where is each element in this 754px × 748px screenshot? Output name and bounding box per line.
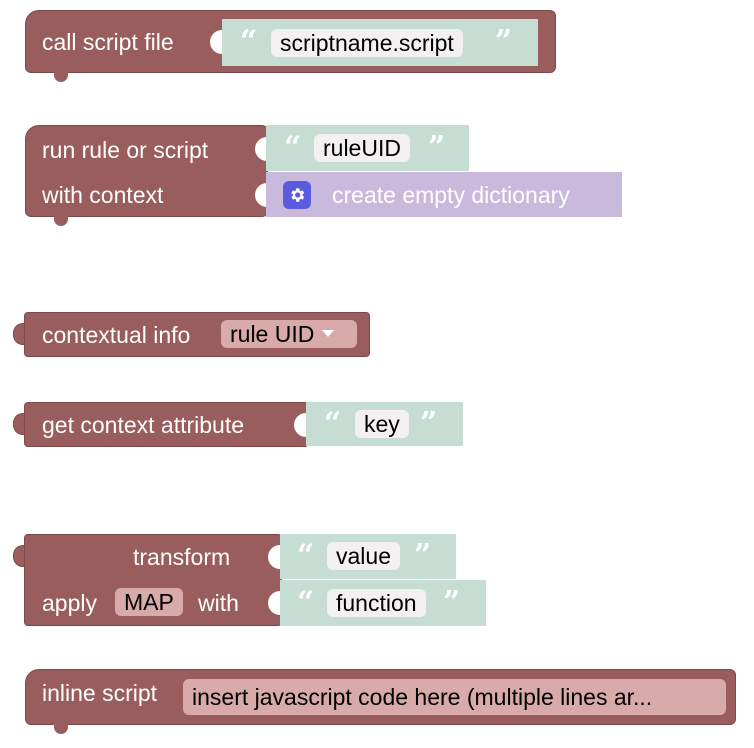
contextual-info-label: contextual info <box>42 322 191 348</box>
quote-open-icon: “ <box>297 585 315 620</box>
inline-script-label: inline script <box>42 680 158 706</box>
output-connector <box>13 323 25 345</box>
quote-open-icon: “ <box>240 24 258 59</box>
output-connector <box>13 413 25 435</box>
quote-close-icon: ” <box>420 406 438 441</box>
contextual-info-block[interactable] <box>24 312 370 357</box>
quote-close-icon: ” <box>414 538 432 573</box>
input-socket <box>255 137 267 161</box>
get-context-attribute-block[interactable] <box>24 402 309 447</box>
script-name-field[interactable]: scriptname.script <box>271 29 463 57</box>
input-socket <box>294 413 306 437</box>
inline-script-code-field[interactable]: insert javascript code here (multiple li… <box>183 679 726 715</box>
transform-label: transform <box>133 544 231 570</box>
output-connector <box>13 545 25 567</box>
key-field[interactable]: key <box>355 410 409 438</box>
quote-open-icon: “ <box>297 538 315 573</box>
gear-icon <box>283 181 311 209</box>
quote-close-icon: ” <box>443 585 461 620</box>
apply-label: apply <box>42 590 97 616</box>
input-socket <box>255 183 267 207</box>
input-socket <box>210 30 222 54</box>
quote-close-icon: ” <box>428 130 446 165</box>
function-field[interactable]: function <box>327 589 426 617</box>
with-context-label: with context <box>42 182 164 208</box>
quote-close-icon: ” <box>495 24 513 59</box>
get-context-attribute-label: get context attribute <box>42 412 245 438</box>
call-script-file-label: call script file <box>42 29 174 55</box>
transform-type-field[interactable]: MAP <box>115 588 183 616</box>
block-next-connector <box>54 72 68 82</box>
quote-open-icon: “ <box>324 406 342 441</box>
value-field[interactable]: value <box>327 542 400 570</box>
input-socket <box>268 591 280 615</box>
dropdown-value: rule UID <box>230 321 315 347</box>
run-rule-or-script-block[interactable] <box>25 125 268 217</box>
contextual-info-dropdown[interactable]: rule UID <box>221 320 357 348</box>
with-label: with <box>198 590 239 616</box>
rule-uid-field[interactable]: ruleUID <box>314 134 410 162</box>
block-next-connector <box>54 724 68 734</box>
quote-open-icon: “ <box>284 130 302 165</box>
input-socket <box>268 545 280 569</box>
chevron-down-icon <box>322 330 335 338</box>
run-rule-label: run rule or script <box>42 137 209 163</box>
block-next-connector <box>54 216 68 226</box>
gear-icon <box>291 188 305 202</box>
create-empty-dictionary-label: create empty dictionary <box>332 182 570 208</box>
create-empty-dictionary-block[interactable] <box>266 172 622 217</box>
